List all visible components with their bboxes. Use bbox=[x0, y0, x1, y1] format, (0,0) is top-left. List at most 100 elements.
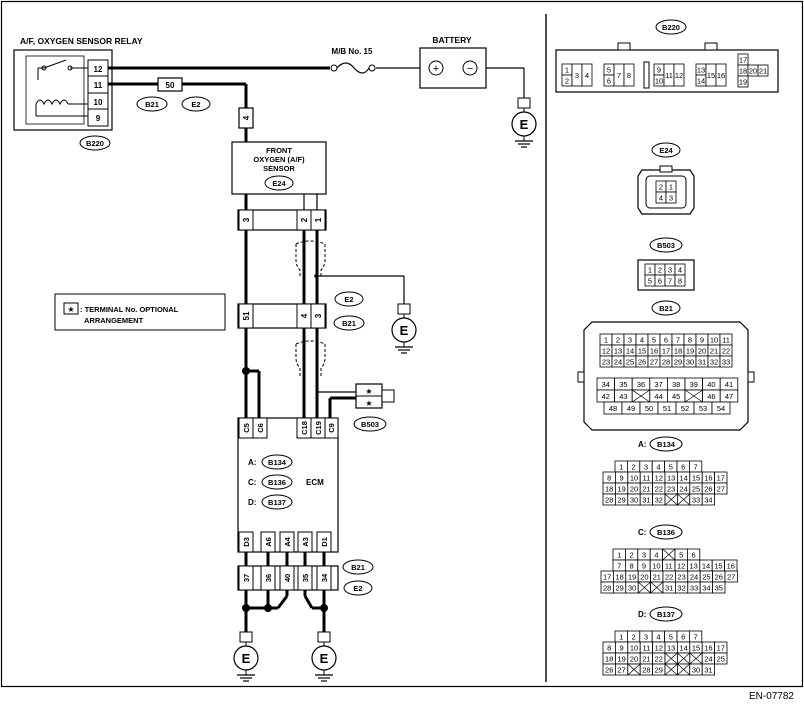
b21-cell-label: 14 bbox=[626, 347, 634, 356]
b220-cell-label: 11 bbox=[665, 71, 673, 80]
b137-cell-label: 27 bbox=[617, 666, 625, 675]
b136-cell-label: 5 bbox=[679, 551, 683, 560]
wire-ground-bus bbox=[303, 595, 314, 609]
connector-bubble bbox=[649, 606, 683, 622]
b134-cell-label: 9 bbox=[620, 474, 624, 483]
b134-cell-label: 34 bbox=[704, 496, 712, 505]
b21-cell-label: 18 bbox=[674, 347, 682, 356]
b21-cell-label: 33 bbox=[722, 358, 730, 367]
jumper-b503: ★ ★ B503 bbox=[353, 383, 395, 432]
b136-cell-label: 11 bbox=[665, 562, 673, 571]
b134-cell-label: 16 bbox=[704, 474, 712, 483]
b137-cell-label: 11 bbox=[643, 644, 651, 653]
blank-cell-cross bbox=[677, 663, 691, 676]
sensor-pin: 4 bbox=[242, 115, 251, 120]
connector-label: B503 bbox=[657, 241, 675, 250]
b21-cell-label: 39 bbox=[690, 380, 698, 389]
b220-cell-label: 17 bbox=[739, 56, 747, 65]
legend-text: : TERMINAL No. OPTIONAL bbox=[80, 305, 179, 314]
b220-cell-label: 1 bbox=[565, 66, 569, 75]
lower-pin: 35 bbox=[301, 574, 310, 582]
b136-cell-label: 7 bbox=[617, 562, 621, 571]
relay-pin: 9 bbox=[96, 114, 101, 123]
b21-cell-label: 41 bbox=[725, 380, 733, 389]
b136-cell-label: 27 bbox=[727, 573, 735, 582]
relay-switch-arm bbox=[43, 59, 67, 69]
joint-connector: 51 4 3 E2 B21 bbox=[237, 291, 365, 331]
inline-pin: 50 bbox=[166, 81, 175, 90]
b503-cell-label: 6 bbox=[658, 277, 662, 286]
figure-code: EN-07782 bbox=[749, 691, 794, 702]
b21-cell-label: 40 bbox=[707, 380, 715, 389]
legend-star: ★ bbox=[67, 305, 74, 314]
b21-cell-label: 8 bbox=[688, 336, 692, 345]
b137-cell-label: 13 bbox=[667, 644, 675, 653]
battery-plus: + bbox=[433, 63, 439, 75]
b21-cell-label: 52 bbox=[681, 404, 689, 413]
b220-key bbox=[643, 61, 650, 89]
b220-cell-label: 7 bbox=[617, 71, 621, 80]
b21-cell-label: 6 bbox=[664, 336, 668, 345]
pin-cell bbox=[260, 531, 276, 553]
b137-cell-label: 25 bbox=[717, 655, 725, 664]
lower-pin: 37 bbox=[242, 574, 251, 582]
b137-cell-label: 28 bbox=[642, 666, 650, 675]
b134-cell-label: 4 bbox=[656, 463, 660, 472]
b21-cell-label: 9 bbox=[700, 336, 704, 345]
wires bbox=[108, 66, 525, 632]
inline-pin-box bbox=[157, 77, 183, 92]
b137-cell-label: 31 bbox=[704, 666, 712, 675]
legend-text: ARRANGEMENT bbox=[84, 316, 144, 325]
b136-cell-label: 30 bbox=[628, 584, 636, 593]
ecm-conn-prefix: C: bbox=[248, 478, 256, 487]
connector-bubble bbox=[333, 315, 365, 331]
b220-cell-label: 3 bbox=[575, 71, 579, 80]
blank-cell-cross bbox=[632, 389, 650, 403]
b21-tab bbox=[577, 371, 585, 383]
b21-cell-label: 43 bbox=[619, 392, 627, 401]
b21-cell-label: 22 bbox=[722, 347, 730, 356]
lower-connector: 37 36 40 35 34 B21 E2 bbox=[237, 559, 374, 596]
b137-cell bbox=[701, 663, 716, 676]
b220-cell bbox=[623, 63, 635, 87]
connector-bubble bbox=[181, 96, 211, 112]
e24-cell-label: 4 bbox=[659, 194, 663, 203]
connector-bubble bbox=[334, 291, 364, 307]
battery: BATTERY + − bbox=[419, 35, 487, 89]
b136-cell bbox=[712, 581, 726, 594]
b137-cell-label: 30 bbox=[692, 666, 700, 675]
b21-cell-label: 21 bbox=[710, 347, 718, 356]
b134-cell-label: 11 bbox=[643, 474, 651, 483]
b220-cell-label: 14 bbox=[697, 77, 705, 86]
joint-pin: 51 bbox=[242, 311, 251, 320]
b503-cell-label: 7 bbox=[668, 277, 672, 286]
b21-cell-label: 25 bbox=[626, 358, 634, 367]
b21-cell-label: 31 bbox=[698, 358, 706, 367]
connector-label: B137 bbox=[657, 610, 675, 619]
b137-cell-label: 8 bbox=[607, 644, 611, 653]
ecm-pin: A6 bbox=[264, 537, 273, 547]
b21-cell-label: 4 bbox=[640, 336, 644, 345]
b503-cell-label: 2 bbox=[658, 266, 662, 275]
blank-cell-cross bbox=[677, 493, 691, 506]
b137-cell-label: 15 bbox=[692, 644, 700, 653]
connector-bubble bbox=[353, 416, 387, 432]
pin-cell bbox=[310, 303, 326, 329]
pin-cell bbox=[252, 417, 268, 439]
battery-minus: − bbox=[467, 63, 473, 75]
ground-terminal bbox=[397, 303, 411, 315]
connector-label: B136 bbox=[268, 478, 286, 487]
b21-cell-label: 38 bbox=[672, 380, 680, 389]
b21-tab bbox=[747, 371, 755, 383]
relay-pin: 10 bbox=[94, 98, 103, 107]
ground-terminal bbox=[317, 631, 331, 643]
shield-joint bbox=[314, 274, 318, 278]
pin-cell bbox=[316, 531, 332, 553]
connector-label: B137 bbox=[268, 498, 286, 507]
jumper-plug bbox=[381, 389, 395, 403]
b137-cell bbox=[714, 652, 728, 665]
lower-pin: 34 bbox=[320, 573, 329, 582]
b137-cell-label: 6 bbox=[681, 633, 685, 642]
